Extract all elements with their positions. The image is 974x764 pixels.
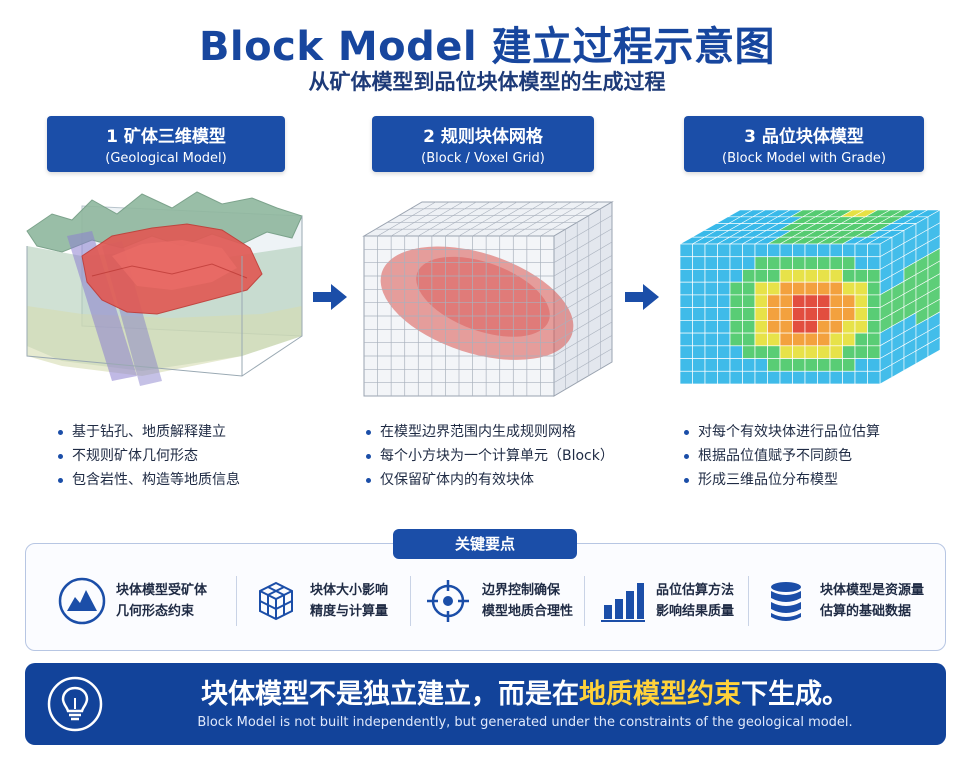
list-item: 仅保留矿体内的有效块体 bbox=[366, 468, 614, 492]
list-item: 基于钻孔、地质解释建立 bbox=[58, 420, 240, 444]
key-point-item: 边界控制确保模型地质合理性 bbox=[424, 572, 573, 630]
key-point-item: 块体大小影响精度与计算量 bbox=[252, 572, 388, 630]
database-icon bbox=[771, 582, 801, 621]
key-points-label: 关键要点 bbox=[393, 529, 577, 559]
arrow-right-icon bbox=[313, 284, 347, 310]
divider bbox=[748, 576, 749, 626]
crosshair-icon bbox=[427, 580, 469, 622]
list-item: 根据品位值赋予不同颜色 bbox=[684, 444, 880, 468]
step-3-header: 3 品位块体模型 (Block Model with Grade) bbox=[684, 116, 924, 172]
voxel-grid-illustration bbox=[362, 201, 614, 397]
list-item: 每个小方块为一个计算单元（Block） bbox=[366, 444, 614, 468]
step-3-title: 3 品位块体模型 bbox=[744, 127, 864, 147]
step-1-bullets: 基于钻孔、地质解释建立 不规则矿体几何形态 包含岩性、构造等地质信息 bbox=[58, 420, 240, 492]
list-item: 对每个有效块体进行品位估算 bbox=[684, 420, 880, 444]
conclusion-english: Block Model is not built independently, … bbox=[197, 715, 853, 730]
conclusion-highlight: 地质模型约束 bbox=[579, 679, 741, 710]
page-subtitle: 从矿体模型到品位块体模型的生成过程 bbox=[308, 70, 666, 94]
lightbulb-icon bbox=[47, 676, 103, 732]
step-3-subtitle: (Block Model with Grade) bbox=[722, 151, 886, 166]
step-1-title: 1 矿体三维模型 bbox=[106, 127, 226, 147]
step-2-title: 2 规则块体网格 bbox=[423, 127, 543, 147]
step-1-header: 1 矿体三维模型 (Geological Model) bbox=[47, 116, 285, 172]
key-point-item: 块体模型受矿体几何形态约束 bbox=[58, 572, 207, 630]
step-2-subtitle: (Block / Voxel Grid) bbox=[421, 151, 545, 166]
page-title: Block Model 建立过程示意图 bbox=[198, 24, 776, 70]
conclusion-text: 块体模型不是独立建立，而是在地质模型约束下生成。 bbox=[201, 679, 849, 710]
list-item: 不规则矿体几何形态 bbox=[58, 444, 240, 468]
step-2-header: 2 规则块体网格 (Block / Voxel Grid) bbox=[372, 116, 594, 172]
bar-chart-icon bbox=[601, 583, 645, 622]
divider bbox=[410, 576, 411, 626]
mountain-icon bbox=[58, 577, 106, 625]
list-item: 包含岩性、构造等地质信息 bbox=[58, 468, 240, 492]
key-point-item: 品位估算方法影响结果质量 bbox=[598, 572, 734, 630]
conclusion-banner: 块体模型不是独立建立，而是在地质模型约束下生成。 Block Model is … bbox=[25, 663, 946, 745]
grade-block-model-illustration bbox=[678, 209, 942, 385]
divider bbox=[236, 576, 237, 626]
geological-model-illustration bbox=[26, 191, 303, 386]
list-item: 形成三维品位分布模型 bbox=[684, 468, 880, 492]
step-2-bullets: 在模型边界范围内生成规则网格 每个小方块为一个计算单元（Block） 仅保留矿体… bbox=[366, 420, 614, 492]
cube-grid-icon bbox=[259, 581, 293, 621]
arrow-right-icon bbox=[625, 284, 659, 310]
list-item: 在模型边界范围内生成规则网格 bbox=[366, 420, 614, 444]
divider bbox=[584, 576, 585, 626]
step-1-subtitle: (Geological Model) bbox=[105, 151, 227, 166]
key-point-item: 块体模型是资源量估算的基础数据 bbox=[762, 572, 924, 630]
step-3-bullets: 对每个有效块体进行品位估算 根据品位值赋予不同颜色 形成三维品位分布模型 bbox=[684, 420, 880, 492]
